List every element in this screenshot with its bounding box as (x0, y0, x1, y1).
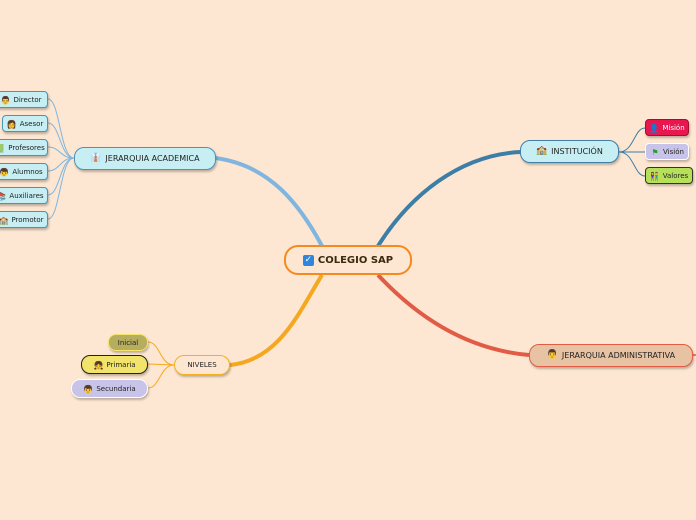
subtopic-label: Misión (662, 123, 685, 132)
subtopic-inicial[interactable]: Inicial (108, 334, 148, 351)
people-icon: 👫 (649, 171, 660, 181)
subtopic-label: Auxiliares (9, 191, 44, 200)
subtopic-label: Valores (662, 171, 689, 180)
subtopic-alumnos[interactable]: 👦 Alumnos (0, 163, 48, 180)
subtopic-label: Alumnos (12, 167, 43, 176)
subtopic-valores[interactable]: 👫 Valores (645, 167, 693, 184)
subtopic-label: Director (13, 95, 42, 104)
topic-label: INSTITUCIÓN (551, 147, 603, 156)
subtopic-label: Asesor (19, 119, 44, 128)
subtopic-label: Visión (663, 147, 684, 156)
school-icon: 🏫 (536, 146, 548, 156)
tie-icon: 👔 (90, 153, 102, 163)
subtopic-label: Inicial (117, 338, 139, 347)
topic-jerarquia-administrativa[interactable]: 👨 JERARQUIA ADMINISTRATIVA (529, 344, 693, 367)
topic-niveles[interactable]: NIVELES (174, 355, 230, 375)
subtopic-label: Secundaria (96, 384, 136, 393)
subtopic-mision[interactable]: 👤 Misión (645, 119, 689, 136)
school-icon: 🏫 (0, 215, 9, 225)
girl-icon: 👧 (93, 360, 104, 370)
subtopic-label: Profesores (8, 143, 45, 152)
person-icon: 👨 (546, 350, 559, 360)
root-label: COLEGIO SAP (317, 254, 394, 266)
subtopic-profesores[interactable]: 📗 Profesores (0, 139, 48, 156)
flag-icon: ⚑ (651, 147, 659, 157)
root-topic[interactable]: ✓ COLEGIO SAP (284, 245, 412, 275)
checkbox-icon: ✓ (302, 254, 314, 266)
topic-jerarquia-academica[interactable]: 👔 JERARQUIA ACADEMICA (74, 147, 216, 170)
subtopic-primaria[interactable]: 👧 Primaria (81, 355, 148, 374)
subtopic-label: Primaria (106, 360, 136, 369)
subtopic-promotor[interactable]: 🏫 Promotor (0, 211, 48, 228)
topic-label: JERARQUIA ACADEMICA (105, 154, 200, 163)
student-icon: 👦 (0, 167, 10, 177)
topic-label: JERARQUIA ADMINISTRATIVA (561, 351, 676, 360)
topic-label: NIVELES (187, 361, 217, 369)
subtopic-label: Promotor (11, 215, 44, 224)
subtopic-auxiliares[interactable]: 📚 Auxiliares (0, 187, 48, 204)
boy-icon: 👦 (83, 384, 94, 394)
subtopic-director[interactable]: 👨 Director (0, 91, 48, 108)
subtopic-asesor[interactable]: 👩 Asesor (2, 115, 48, 132)
person-icon: 👨 (0, 95, 11, 105)
subtopic-secundaria[interactable]: 👦 Secundaria (71, 379, 148, 398)
person-silhouette-icon: 👤 (649, 123, 660, 133)
woman-icon: 👩 (6, 119, 17, 129)
assistant-icon: 📚 (0, 191, 7, 201)
topic-institucion[interactable]: 🏫 INSTITUCIÓN (520, 140, 619, 163)
subtopic-vision[interactable]: ⚑ Visión (645, 143, 689, 160)
teacher-icon: 📗 (0, 143, 6, 153)
